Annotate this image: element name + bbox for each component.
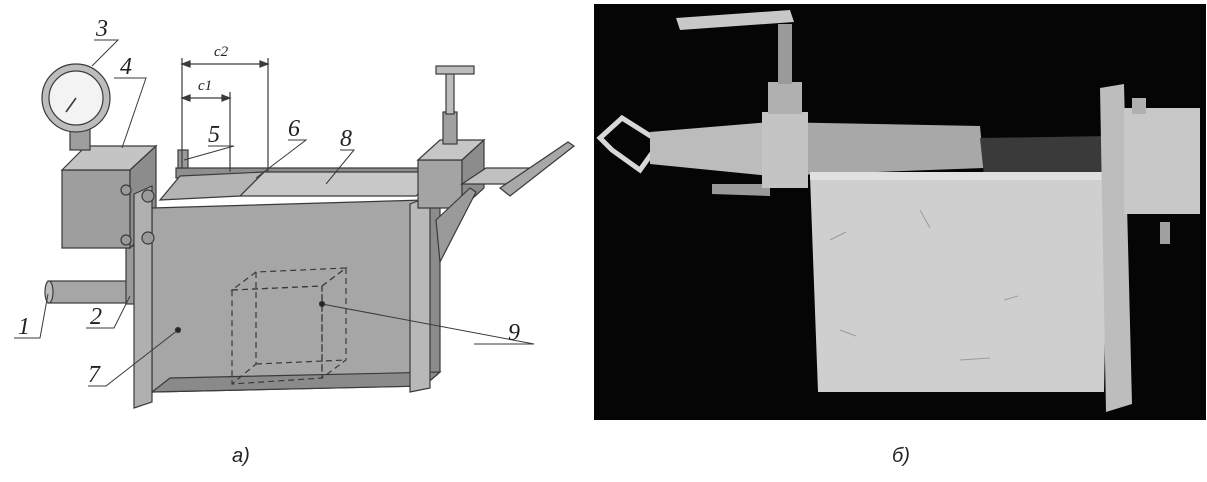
housing-part-4-front	[61, 169, 131, 249]
photo-clamp-block	[762, 112, 808, 188]
photo-right-housing	[1124, 108, 1200, 214]
dim-label-c1: с1	[198, 78, 212, 94]
leader-lines	[14, 39, 535, 387]
callout-3: 3	[95, 16, 108, 42]
arrow	[221, 94, 232, 102]
box-body-part-7	[151, 199, 425, 393]
clamp-screw	[442, 111, 458, 145]
leader-dot	[174, 326, 182, 334]
technical-drawing	[14, 39, 576, 409]
callout-4: 4	[120, 54, 132, 80]
top-plate-part-8	[238, 171, 442, 197]
arrow	[259, 60, 270, 68]
photo-channel	[650, 122, 770, 176]
photo-surface-marks	[829, 209, 1019, 361]
tray-handle	[498, 141, 576, 197]
callout-6: 6	[288, 116, 300, 142]
callout-7: 7	[88, 362, 101, 388]
photo-box-edge	[810, 172, 1108, 180]
bolt	[141, 189, 155, 203]
bolt	[141, 231, 155, 245]
arrow	[180, 60, 191, 68]
photo-bracket	[712, 184, 770, 196]
box-bottom-face	[150, 371, 442, 393]
photo-screw	[778, 24, 792, 84]
sample-part-9	[230, 266, 348, 385]
caption-b: б)	[892, 445, 910, 467]
bolt	[120, 184, 132, 196]
photo-box-front	[810, 176, 1108, 392]
callout-1: 1	[18, 314, 30, 340]
arrow	[180, 94, 191, 102]
callout-8: 8	[340, 126, 352, 152]
bolt	[120, 234, 132, 246]
dial-needle	[65, 97, 77, 113]
rear-flange	[409, 195, 431, 393]
callout-9: 9	[508, 320, 520, 346]
callout-5: 5	[208, 122, 220, 148]
caption-a: а)	[232, 445, 250, 467]
photo-bolt	[1132, 98, 1146, 114]
photo-clamp-cap	[768, 82, 802, 114]
clamp-handle	[435, 65, 475, 75]
dim-label-c2: с2	[214, 44, 229, 60]
rod-end	[44, 280, 54, 304]
photograph	[594, 4, 1206, 420]
clamp-block-front	[417, 159, 463, 209]
photo-cavity	[980, 136, 1110, 176]
photo-handle-bar	[676, 10, 794, 30]
front-flange	[133, 185, 153, 409]
photo-channel-inner	[770, 122, 984, 176]
callout-labels: 3 4 5 6 8 1 2 7 9 с2 с1	[18, 16, 520, 388]
support-leg	[435, 187, 477, 265]
callout-2: 2	[90, 304, 102, 330]
clamp-screw-shaft	[445, 71, 455, 115]
leader-dot	[318, 300, 326, 308]
photo-bolt	[1160, 222, 1170, 244]
